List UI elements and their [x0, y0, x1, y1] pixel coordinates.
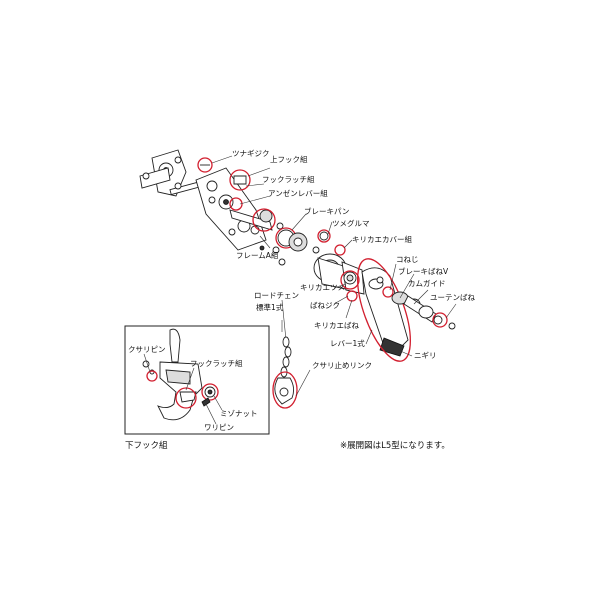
kirikae-tsume-highlight [340, 270, 360, 290]
label-frame-a-set: フレームA組 [236, 250, 279, 260]
gear-housing [313, 253, 365, 302]
label-kirikae-bane: キリカエばね [314, 321, 359, 330]
label-tsume-guruma: ツメグルマ [332, 218, 370, 228]
hook-latch-upper-highlight [229, 169, 251, 191]
hook-latch-lower-highlight [175, 387, 197, 409]
brake-parts [376, 276, 456, 330]
label-brake-pan: ブレーキパン [304, 206, 349, 216]
label-kusari-tome-link: クサリ止めリンク [312, 360, 372, 370]
tsunagi-jiku-highlight [197, 157, 213, 173]
label-hook-latch-lower: フックラッチ組 [190, 358, 243, 368]
kusari-pin-highlight [146, 370, 158, 382]
labels: ツナギジク 上フック組 フックラッチ組 アンゼンレバー組 ブレーキパン ツメグル… [125, 149, 475, 451]
label-kirikae-tsume: キリカエツメ [300, 283, 345, 292]
label-load-chain: ロードチェン [254, 291, 299, 300]
bane-jiku-highlight [346, 290, 358, 302]
hoist-body-drawing [139, 149, 456, 362]
label-lower-hook-set: 下フック組 [125, 440, 168, 451]
label-nigiri: ニギリ [414, 351, 437, 360]
label-brake-bane-v: ブレーキばねV [398, 266, 449, 276]
label-tsunagi-jiku: ツナギジク [232, 149, 270, 158]
note-text: ※展開図はL5型になります。 [340, 441, 450, 451]
ko-neji-highlight [382, 286, 394, 298]
kusari-tome-highlight [272, 371, 298, 409]
label-lever-1set: レバー1式 [330, 338, 365, 348]
label-wari-pin: ワリピン [204, 423, 234, 432]
kirikae-cover-highlight [334, 244, 346, 256]
label-anzen-lever-set: アンゼンレバー組 [268, 188, 328, 198]
anzen-lever-highlight [229, 197, 243, 211]
upper-hook-fitting [139, 149, 199, 197]
label-kusari-pin: クサリピン [128, 345, 166, 354]
yuten-bane-highlight [432, 312, 448, 328]
label-load-chain-std: 標準1式 [256, 302, 284, 312]
label-yuten-bane: ユーテンばね [430, 293, 475, 302]
lower-hook-drawing [142, 328, 219, 421]
frame-a-highlight [252, 208, 276, 232]
label-mizo-nut: ミゾナット [220, 409, 258, 418]
label-hook-latch-upper: フックラッチ組 [262, 174, 315, 184]
label-upper-hook-set: 上フック組 [270, 154, 308, 164]
lever [357, 258, 411, 362]
lower-hook-box [124, 325, 270, 435]
load-chain-drawing [272, 299, 298, 409]
mizo-nut-highlight [201, 383, 219, 401]
label-ko-neji: コねじ [396, 255, 419, 264]
label-kirikae-cover-set: キリカエカバー組 [352, 234, 412, 244]
frame-plate [195, 167, 273, 251]
leader-lines [143, 155, 457, 425]
tsume-guruma-highlight [317, 229, 331, 243]
label-bane-jiku: ばねジク [310, 301, 340, 310]
label-cam-guide: カムガイド [408, 278, 446, 288]
